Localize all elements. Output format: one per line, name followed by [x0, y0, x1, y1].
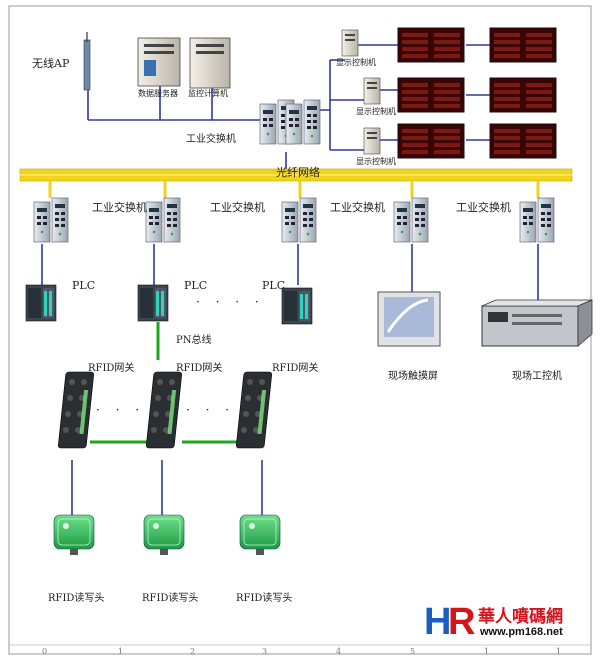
data-server-label: 数据服务器	[138, 89, 178, 98]
led-panel-3b	[489, 123, 557, 159]
switch-1	[33, 197, 69, 243]
rfid-gateway-label-3: RFID网关	[272, 363, 319, 374]
rfid-head-label-2: RFID读写头	[142, 593, 199, 604]
wireless-ap-device	[83, 32, 91, 91]
gateway-dots-2: · · ·	[186, 403, 236, 417]
monitor-pc-label: 监控计算机	[188, 89, 228, 98]
led-panel-2a	[397, 77, 465, 113]
switch-label-4: 工业交换机	[456, 201, 511, 214]
touch-screen-label: 现场触摸屏	[388, 371, 438, 382]
ruler-7: 1	[556, 647, 562, 656]
ipc-device	[481, 299, 593, 347]
rfid-reader-1	[53, 514, 95, 556]
ruler-1: 1	[118, 647, 124, 656]
logo-r: R	[448, 601, 475, 643]
display-controller-3	[363, 127, 381, 155]
plc-dots: · · · ·	[196, 295, 265, 309]
plc-2	[137, 284, 169, 322]
ruler-0: 0	[42, 647, 48, 656]
monitor-pc-device	[189, 37, 231, 89]
led-panel-2b	[489, 77, 557, 113]
display-controller-1	[341, 29, 359, 57]
rfid-reader-3	[239, 514, 281, 556]
ruler-2: 2	[190, 647, 196, 656]
watermark-brand: 華人噴碼網	[478, 607, 563, 627]
ruler-4: 4	[336, 647, 342, 656]
core-switch-label: 工业交换机	[186, 134, 236, 145]
switch-3	[281, 197, 317, 243]
ruler-5: 5	[410, 647, 416, 656]
gateway-dots-1: · · ·	[96, 403, 146, 417]
plc-label-1: PLC	[72, 279, 96, 292]
wireless-ap-label: 无线AP	[32, 57, 70, 70]
plc-1	[25, 284, 57, 322]
rfid-gateway-1	[57, 371, 95, 449]
ruler-6: 1	[484, 647, 490, 656]
fiber-network-label: 光纤网络	[276, 166, 320, 179]
field-wires	[41, 244, 539, 300]
led-panel-1a	[397, 27, 465, 63]
switch-5	[519, 197, 555, 243]
rfid-gateway-2	[145, 371, 183, 449]
rfid-gateway-3	[235, 371, 273, 449]
rfid-head-label-1: RFID读写头	[48, 593, 105, 604]
fiber-drops	[48, 181, 540, 198]
led-panel-3a	[397, 123, 465, 159]
fiber-backbone	[19, 168, 573, 182]
rfid-head-label-3: RFID读写头	[236, 593, 293, 604]
logo-h: H	[424, 601, 451, 643]
display-ctrl-label-2: 显示控制机	[356, 107, 396, 116]
top-wiring	[87, 44, 490, 170]
switch-2	[145, 197, 181, 243]
plc-label-2: PLC	[184, 279, 208, 292]
rfid-reader-2	[143, 514, 185, 556]
display-controller-2	[363, 77, 381, 105]
pn-bus-label: PN总线	[176, 335, 212, 346]
ipc-label: 现场工控机	[512, 371, 562, 382]
reader-wires	[71, 460, 263, 515]
rfid-gateway-label-1: RFID网关	[88, 363, 135, 374]
plc-3	[281, 287, 313, 325]
display-ctrl-label-1: 显示控制机	[336, 58, 376, 67]
watermark-url: www.pm168.net	[480, 626, 563, 638]
ruler-3: 3	[262, 647, 268, 656]
pn-bus	[90, 322, 238, 444]
data-server-device	[137, 37, 181, 87]
switch-label-2: 工业交换机	[210, 201, 265, 214]
led-panel-1b	[489, 27, 557, 63]
touch-screen-device	[377, 291, 441, 347]
watermark-logo: H R	[424, 601, 475, 643]
display-ctrl-label-3: 显示控制机	[356, 157, 396, 166]
switch-4	[393, 197, 429, 243]
switch-label-3: 工业交换机	[330, 201, 385, 214]
rfid-gateway-label-2: RFID网关	[176, 363, 223, 374]
plc-label-3: PLC	[262, 279, 286, 292]
switch-label-1: 工业交换机	[92, 201, 147, 214]
